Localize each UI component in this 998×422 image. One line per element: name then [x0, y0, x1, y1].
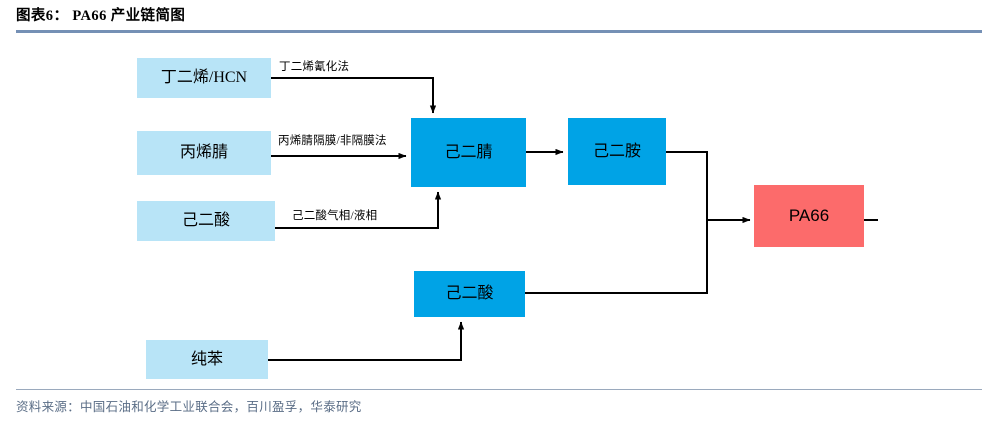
- node-label: 丁二烯/HCN: [160, 69, 248, 87]
- edge-label-butadiene-cyanation: 丁二烯氰化法: [279, 61, 350, 73]
- node-hexamethylenediamine[interactable]: 己二胺: [568, 118, 666, 185]
- node-label: 丙烯腈: [179, 144, 228, 162]
- node-pure-benzene[interactable]: 纯苯: [146, 340, 268, 379]
- node-adipic-acid-input[interactable]: 己二酸: [137, 201, 275, 241]
- source-note: 资料来源：中国石油和化学工业联合会，百川盈孚，华泰研究: [16, 400, 362, 414]
- edge-label-adipic-acid-phase: 己二酸气相/液相: [292, 210, 378, 222]
- node-label: 己二酸: [181, 212, 230, 230]
- header-divider: [16, 30, 982, 33]
- node-acrylonitrile[interactable]: 丙烯腈: [137, 131, 271, 175]
- node-label: 纯苯: [190, 350, 223, 368]
- node-label: PA66: [788, 205, 830, 225]
- edge-benzene-to-adipicacid-mid: [268, 321, 465, 361]
- edge-adipicacid-mid-to-junction: [525, 220, 708, 294]
- node-pa66[interactable]: PA66: [754, 185, 864, 247]
- edge-adipicacid-to-adiponitrile: [275, 191, 442, 229]
- node-label: 己二酸: [445, 285, 494, 303]
- node-label: 己二胺: [592, 142, 641, 160]
- edge-butadiene-to-adiponitrile: [271, 77, 437, 114]
- page-title: 图表6： PA66 产业链简图: [16, 8, 186, 24]
- node-label: 己二腈: [444, 143, 493, 161]
- node-butadiene-hcn[interactable]: 丁二烯/HCN: [137, 58, 271, 98]
- edge-hmda-to-pa66: [666, 151, 751, 224]
- figure-header: 图表6： PA66 产业链简图: [16, 6, 982, 33]
- node-adiponitrile[interactable]: 己二腈: [411, 118, 526, 187]
- edge-label-acrylonitrile-membrane: 丙烯腈隔膜/非隔膜法: [278, 135, 387, 147]
- node-adipic-acid-mid[interactable]: 己二酸: [414, 271, 525, 317]
- footer-divider: [16, 389, 982, 390]
